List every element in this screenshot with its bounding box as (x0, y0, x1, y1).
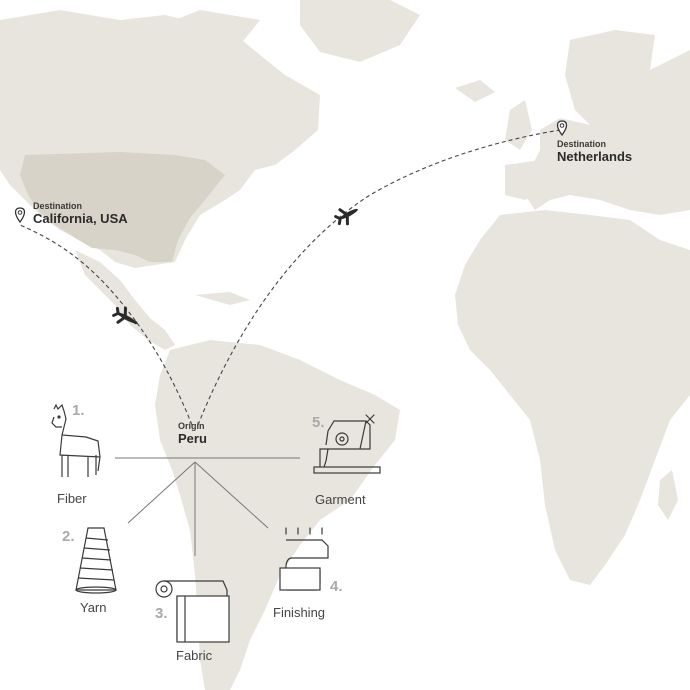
iberia-landmass (505, 160, 545, 200)
origin-name: Peru (178, 431, 207, 446)
step-number-fabric: 3. (155, 605, 168, 622)
destination-netherlands-name: Netherlands (557, 149, 633, 164)
uk-landmass (505, 100, 532, 150)
central-america-landmass (75, 250, 175, 350)
madagascar-landmass (658, 470, 678, 520)
scandinavia-landmass (565, 30, 655, 130)
destination-caption: Destination (33, 201, 83, 211)
location-pin-icon (556, 120, 568, 137)
step-number-finishing: 4. (330, 578, 343, 595)
step-label-garment: Garment (315, 492, 366, 507)
iceland-landmass (455, 80, 495, 102)
process-spokes (115, 457, 300, 556)
destination-california-name: California, USA (33, 211, 128, 226)
fabric-roll-icon (155, 580, 230, 643)
africa-landmass (455, 210, 690, 585)
step-number-fiber: 1. (72, 402, 85, 419)
origin-caption: Origin (178, 421, 205, 431)
location-pin-icon (14, 207, 26, 224)
greenland-landmass (300, 0, 420, 62)
destination-caption: Destination (557, 139, 607, 149)
yarn-cone-icon (75, 527, 117, 594)
arctic-islands (150, 10, 260, 50)
route-peru-netherlands (197, 129, 561, 426)
europe-landmass (525, 50, 690, 215)
step-label-finishing: Finishing (273, 605, 326, 620)
step-label-yarn: Yarn (80, 600, 107, 615)
caribbean-islands (195, 292, 250, 305)
step-label-fabric: Fabric (176, 648, 213, 663)
step-number-yarn: 2. (62, 528, 75, 545)
step-label-fiber: Fiber (57, 491, 87, 506)
alaska-landmass (0, 30, 70, 75)
sewing-machine-icon (313, 414, 381, 474)
usa-landmass (20, 152, 225, 262)
step-number-garment: 5. (312, 414, 325, 431)
finishing-icon (279, 527, 329, 591)
airplane-icon (112, 306, 138, 325)
alpaca-icon (51, 403, 101, 477)
route-peru-california (19, 224, 193, 426)
airplane-icon (334, 208, 358, 226)
